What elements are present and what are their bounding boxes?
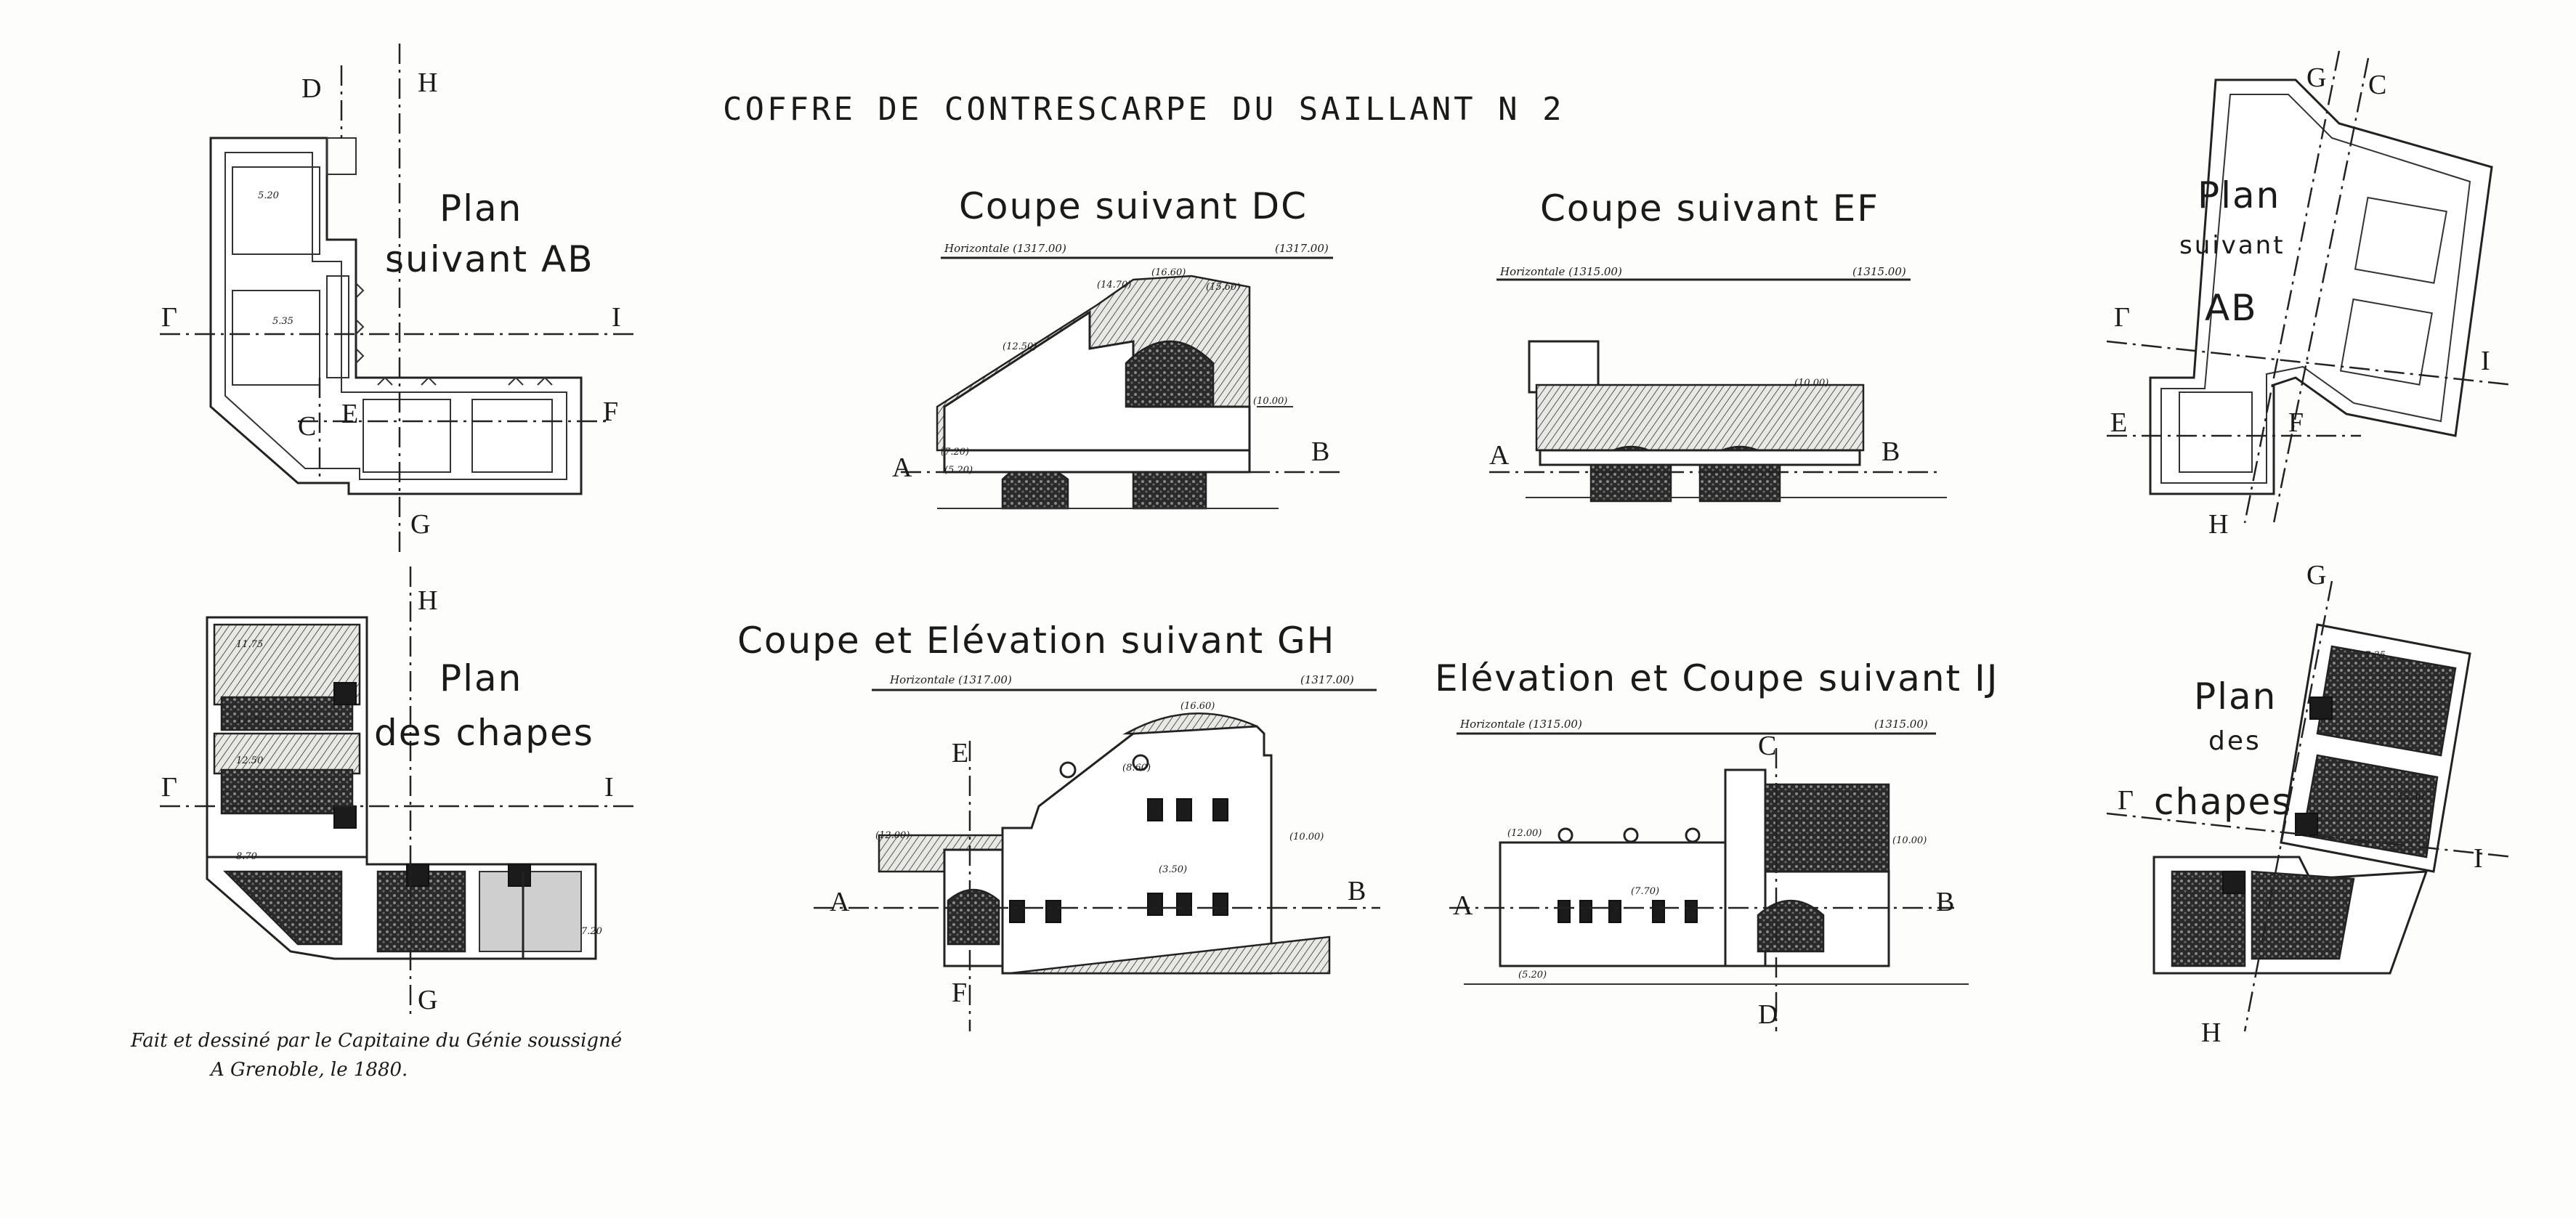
signature-line-2: A Grenoble, le 1880. — [211, 1059, 408, 1081]
dim-chapes-right-1: 7.35 — [2365, 650, 2386, 661]
coupe-gh-elevation: (1317.00) — [1300, 673, 1354, 686]
letter-ir-plan-ab-right: Γ — [2114, 302, 2130, 333]
letter-b-dc: B — [1311, 437, 1330, 467]
coupe-ef-title: Coupe suivant EF — [1540, 187, 1879, 230]
letter-a-ij: A — [1453, 890, 1473, 921]
letter-ir-chapes-right: Γ — [2118, 785, 2134, 816]
elev-ij-title: Elévation et Coupe suivant IJ — [1435, 657, 1999, 699]
letter-b-gh: B — [1348, 876, 1366, 906]
letter-h-chapes: H — [418, 585, 438, 616]
letter-ir-chapes: Γ — [161, 772, 177, 803]
letter-a-dc: A — [892, 452, 912, 483]
plan-ab-left — [160, 44, 639, 552]
letter-e-plan-ab: E — [341, 399, 359, 429]
letter-h-plan-ab: H — [418, 68, 438, 98]
letter-i-chapes: I — [604, 772, 614, 803]
coupe-dc — [901, 256, 1344, 510]
dim-chapes-right-2: 15.30 — [2397, 792, 2425, 803]
dim-dc-1: (16.60) — [1151, 267, 1186, 278]
letter-b-ij: B — [1936, 887, 1955, 917]
sheet-title: COFFRE DE CONTRESCARPE DU SAILLANT N 2 — [723, 91, 1565, 128]
letter-g-plan-ab-right: G — [2306, 62, 2327, 93]
dim-dc-6: (7.20) — [941, 447, 970, 458]
elev-ij-elevation: (1315.00) — [1874, 718, 1928, 731]
letter-i-plan-ab: I — [612, 302, 621, 333]
dim-chapes-3: 12.50 — [236, 755, 264, 766]
signature-line-1: Fait et dessiné par le Capitaine du Géni… — [131, 1030, 623, 1052]
coupe-gh-horizontale: Horizontale (1317.00) — [890, 673, 1012, 686]
letter-g-plan-ab: G — [410, 509, 431, 540]
coupe-gh-title: Coupe et Elévation suivant GH — [737, 620, 1336, 662]
letter-ir-plan-ab: Γ — [161, 302, 177, 333]
letter-g-chapes-right: G — [2306, 560, 2327, 590]
coupe-ef — [1489, 278, 1947, 503]
letter-i-chapes-right: I — [2474, 843, 2483, 874]
letter-e-plan-ab-right: E — [2110, 407, 2128, 438]
plan-chapes-right-line3: chapes — [2154, 781, 2293, 823]
plan-ab-left-line2: suivant AB — [385, 238, 594, 280]
elev-ij — [1449, 732, 1969, 1031]
dim-ij-1: (12.00) — [1507, 828, 1542, 839]
dim-ij-3: (10.00) — [1892, 835, 1927, 846]
dim-chapes-4: 8.70 — [236, 851, 257, 862]
dim-ij-4: (5.20) — [1518, 970, 1547, 981]
plan-ab-right-line1: Plan — [2198, 174, 2281, 216]
letter-i-plan-ab-right: I — [2481, 346, 2490, 376]
dim-gh-5: (10.00) — [1289, 832, 1324, 843]
dim-gh-2: (12.00) — [875, 830, 910, 841]
letter-h-chapes-right: H — [2201, 1018, 2221, 1048]
plan-chapes-right-line1: Plan — [2194, 675, 2277, 718]
coupe-dc-horizontale: Horizontale (1317.00) — [944, 242, 1066, 255]
letter-d-ij: D — [1758, 999, 1778, 1030]
letter-a-gh: A — [830, 887, 850, 917]
coupe-ef-elevation: (1315.00) — [1852, 265, 1906, 278]
coupe-dc-elevation: (1317.00) — [1275, 242, 1329, 255]
plan-chapes-right — [2106, 580, 2514, 1032]
dim-ij-2: (7.70) — [1631, 886, 1660, 897]
elev-ij-horizontale: Horizontale (1315.00) — [1460, 718, 1582, 731]
dim-dc-5: (10.00) — [1253, 396, 1288, 407]
plan-chapes-left-line1: Plan — [440, 657, 523, 699]
letter-e-gh: E — [952, 738, 969, 768]
plan-ab-right-line2: suivant — [2179, 231, 2285, 260]
letter-f-plan-ab-right: F — [2288, 407, 2304, 438]
coupe-gh — [814, 689, 1380, 1031]
dim-plan-ab-1: 5.20 — [258, 190, 279, 201]
dim-dc-2: (15.60) — [1206, 282, 1241, 293]
dim-dc-4: (12.50) — [1003, 341, 1037, 352]
plan-chapes-left-line2: des chapes — [374, 712, 594, 754]
dim-gh-4: (3.50) — [1159, 864, 1188, 875]
dim-gh-3: (8.60) — [1122, 763, 1151, 774]
dim-gh-1: (16.60) — [1180, 701, 1215, 712]
dim-chapes-5: 7.20 — [581, 926, 602, 937]
dim-plan-ab-2: 5.35 — [272, 316, 293, 327]
coupe-ef-horizontale: Horizontale (1315.00) — [1500, 265, 1622, 278]
letter-c-plan-ab: C — [298, 411, 317, 442]
letter-h-plan-ab-right: H — [2208, 509, 2229, 540]
letter-g-chapes: G — [418, 985, 438, 1015]
letter-b-ef: B — [1882, 437, 1900, 467]
dim-ef-1: (10.00) — [1794, 378, 1829, 389]
dim-chapes-2: 12.75 — [236, 715, 264, 726]
coupe-dc-title: Coupe suivant DC — [959, 185, 1308, 227]
letter-c-plan-ab-right: C — [2368, 70, 2387, 100]
dim-dc-3: (14.70) — [1097, 280, 1132, 291]
dim-chapes-1: 11.75 — [236, 639, 264, 650]
dim-dc-7: (5.20) — [944, 465, 973, 476]
plan-ab-right-line3: AB — [2205, 287, 2258, 329]
letter-c-ij: C — [1758, 731, 1777, 761]
plan-chapes-left — [160, 567, 639, 1017]
plan-chapes-right-line2: des — [2208, 726, 2261, 756]
letter-d-plan-ab: D — [301, 73, 322, 104]
letter-f-plan-ab: F — [603, 397, 619, 427]
letter-f-gh: F — [952, 978, 968, 1008]
plan-ab-left-line1: Plan — [440, 187, 523, 230]
plan-ab-right — [2106, 50, 2514, 524]
letter-a-ef: A — [1489, 440, 1510, 471]
